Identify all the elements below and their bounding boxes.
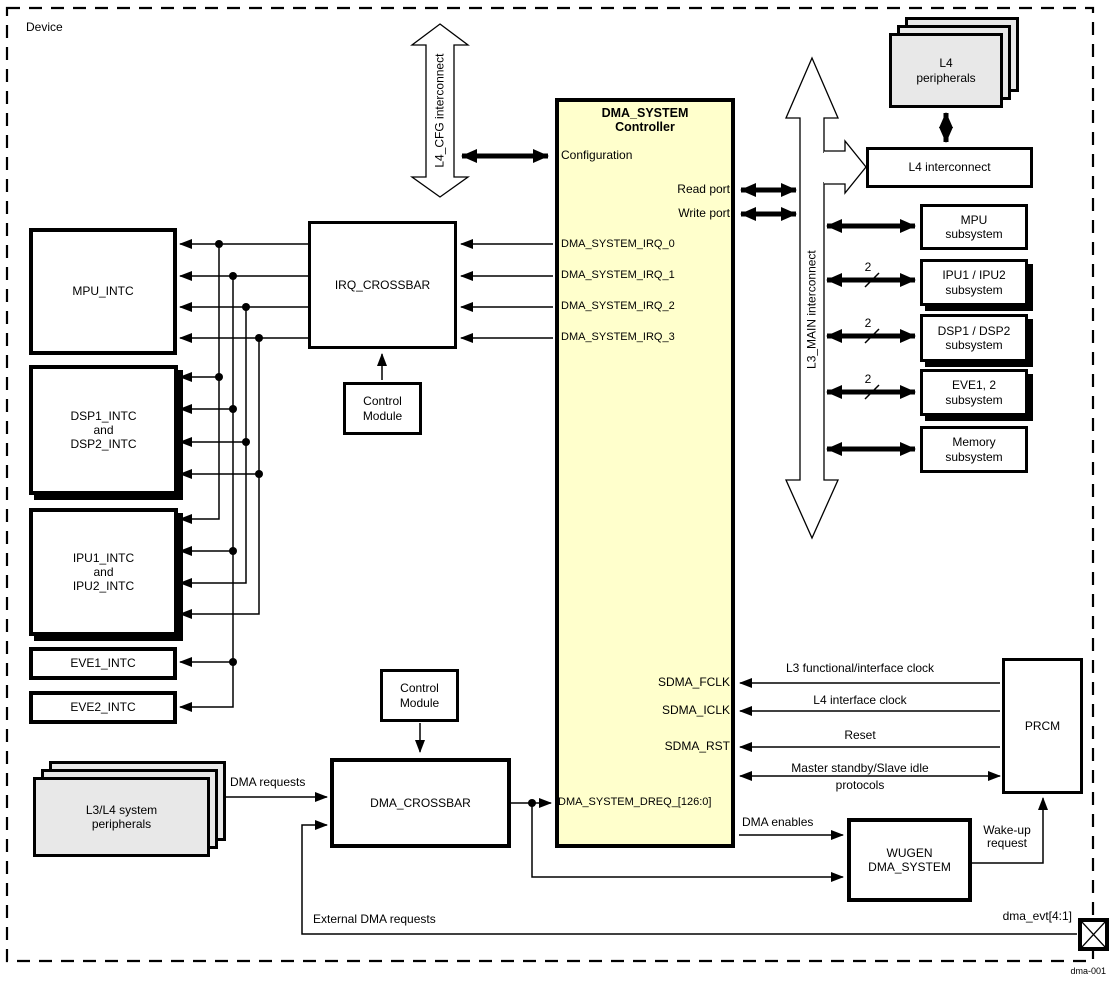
irq-crossbar-block: IRQ_CROSSBAR bbox=[308, 221, 457, 349]
irq1-label: DMA_SYSTEM_IRQ_1 bbox=[561, 269, 675, 281]
bus-width-eve-label: 2 bbox=[864, 372, 872, 386]
bus-width-dsp-label: 2 bbox=[864, 316, 872, 330]
ipu-subsystem-block: IPU1 / IPU2 subsystem bbox=[920, 259, 1028, 306]
dma-enables-label: DMA enables bbox=[742, 815, 814, 829]
prcm-label: PRCM bbox=[1024, 718, 1061, 733]
wugen-dma-system-block: WUGEN DMA_SYSTEM bbox=[847, 818, 972, 902]
dma-requests-label: DMA requests bbox=[230, 775, 306, 789]
sdma-rst-label: SDMA_RST bbox=[664, 739, 730, 753]
l3-clock-label: L3 functional/interface clock bbox=[785, 661, 935, 675]
external-connection-symbol bbox=[1078, 918, 1109, 951]
ipu-intc-block: IPU1_INTC and IPU2_INTC bbox=[29, 508, 178, 636]
device-label: Device bbox=[26, 20, 63, 34]
irq0-label: DMA_SYSTEM_IRQ_0 bbox=[561, 238, 675, 250]
dma-crossbar-label: DMA_CROSSBAR bbox=[370, 795, 471, 810]
dma-crossbar-block: DMA_CROSSBAR bbox=[330, 758, 511, 848]
l4-interconnect-block: L4 interconnect bbox=[866, 147, 1033, 188]
control-module-dma-block: Control Module bbox=[380, 669, 459, 722]
eve1-intc-block: EVE1_INTC bbox=[29, 647, 177, 680]
irq-crossbar-label: IRQ_CROSSBAR bbox=[334, 277, 431, 292]
bus-width-ipu-label: 2 bbox=[864, 260, 872, 274]
read-port-label: Read port bbox=[677, 182, 730, 196]
l4-cfg-interconnect-arrow bbox=[409, 23, 471, 198]
control-module-irq-block: Control Module bbox=[343, 382, 422, 435]
prcm-block: PRCM bbox=[1002, 658, 1083, 794]
l4-peripherals-block: L4 peripherals bbox=[889, 33, 1003, 108]
standby-protocols-label-line1: Master standby/Slave idle bbox=[791, 761, 929, 775]
standby-protocols-label-line2: protocols bbox=[835, 778, 885, 792]
figure-caption: dma-001 bbox=[1070, 966, 1106, 976]
mpu-intc-block: MPU_INTC bbox=[29, 228, 177, 355]
dma-evt-label: dma_evt[4:1] bbox=[1002, 909, 1072, 923]
sdma-iclk-label: SDMA_ICLK bbox=[661, 703, 730, 717]
l4-clock-label: L4 interface clock bbox=[813, 693, 907, 707]
controller-title: DMA_SYSTEM Controller bbox=[601, 106, 689, 134]
mpu-intc-label: MPU_INTC bbox=[72, 284, 134, 299]
irq3-label: DMA_SYSTEM_IRQ_3 bbox=[561, 331, 675, 343]
dsp-subsystem-block: DSP1 / DSP2 subsystem bbox=[920, 314, 1028, 362]
signal-wires bbox=[179, 239, 1077, 935]
l3l4-peripherals-block: L3/L4 system peripherals bbox=[33, 777, 210, 857]
configuration-port-label: Configuration bbox=[561, 148, 633, 162]
write-port-label: Write port bbox=[678, 206, 730, 220]
eve2-intc-block: EVE2_INTC bbox=[29, 691, 177, 724]
device-boundary bbox=[5, 6, 1095, 963]
external-dma-requests-label: External DMA requests bbox=[313, 912, 436, 926]
sdma-fclk-label: SDMA_FCLK bbox=[657, 675, 730, 689]
irq2-label: DMA_SYSTEM_IRQ_2 bbox=[561, 300, 675, 312]
dsp-intc-block: DSP1_INTC and DSP2_INTC bbox=[29, 365, 178, 495]
dma-system-controller-block bbox=[555, 98, 735, 848]
reset-label: Reset bbox=[844, 728, 876, 742]
eve-subsystem-block: EVE1, 2 subsystem bbox=[920, 369, 1028, 416]
dreq-label: DMA_SYSTEM_DREQ_[126:0] bbox=[558, 796, 712, 808]
l4-cfg-interconnect-label: L4_CFG interconnect bbox=[432, 53, 447, 168]
junction-dots bbox=[215, 240, 536, 807]
x-glyph bbox=[1082, 922, 1105, 947]
wake-up-request-label: Wake-up request bbox=[983, 823, 1031, 851]
memory-subsystem-block: Memory subsystem bbox=[920, 426, 1028, 473]
l3-main-interconnect-label: L3_MAIN interconnect bbox=[804, 250, 819, 369]
mpu-subsystem-block: MPU subsystem bbox=[920, 204, 1028, 250]
l3-main-interconnect-arrow bbox=[784, 56, 867, 540]
